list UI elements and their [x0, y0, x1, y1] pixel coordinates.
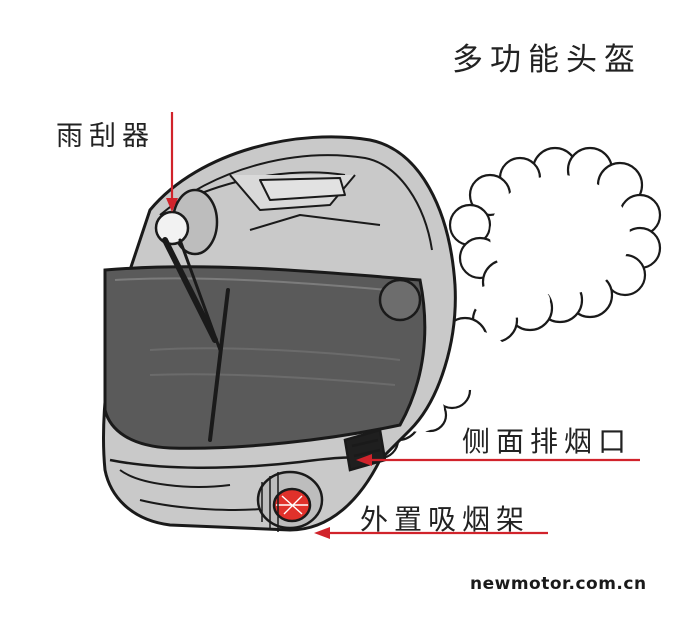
cigarette-holder	[256, 470, 324, 532]
visor	[103, 265, 427, 450]
watermark: newmotor.com.cn	[470, 574, 647, 594]
side-exhaust-label: 侧面排烟口	[462, 425, 633, 458]
wiper-label: 雨刮器	[56, 121, 155, 152]
wiper-assembly	[154, 188, 230, 442]
external-holder-label: 外置吸烟架	[360, 503, 531, 536]
page-title: 多功能头盔	[452, 42, 642, 78]
annotation-arrows	[166, 112, 640, 539]
